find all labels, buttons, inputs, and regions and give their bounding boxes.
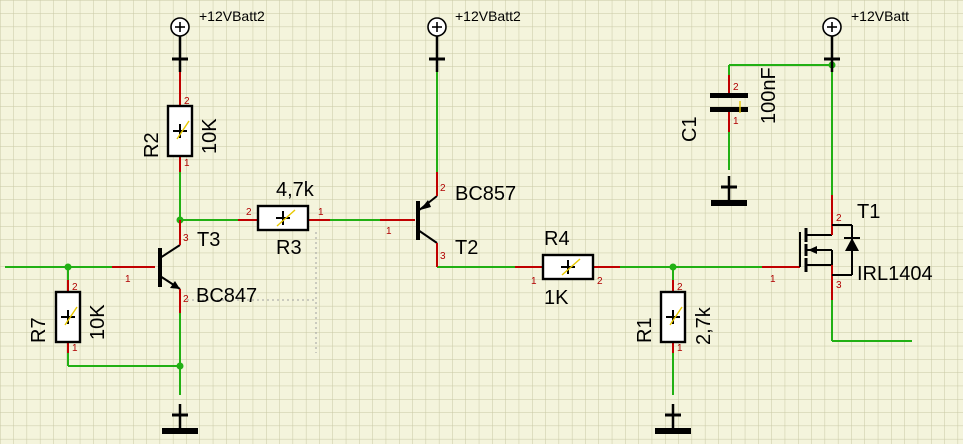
t1-ref: T1 bbox=[857, 201, 880, 223]
svg-text:1: 1 bbox=[770, 274, 776, 285]
power-symbol-right: +12VBatt bbox=[821, 8, 909, 74]
resistor-r2[interactable]: 2 1 R2 10K bbox=[141, 72, 221, 172]
svg-text:1: 1 bbox=[733, 116, 739, 127]
r4-value: 1K bbox=[544, 287, 569, 309]
transistor-t2[interactable]: 1 2 3 BC857 T2 bbox=[380, 172, 516, 267]
r7-ref: R7 bbox=[28, 317, 50, 343]
resistor-r7[interactable]: 2 1 R7 10K bbox=[28, 280, 109, 354]
power-symbol-left: +12VBatt2 bbox=[169, 8, 265, 74]
capacitor-c1[interactable]: 2 1 C1 100nF bbox=[679, 67, 780, 142]
svg-text:3: 3 bbox=[836, 280, 842, 291]
svg-text:3: 3 bbox=[440, 251, 446, 262]
svg-text:2: 2 bbox=[440, 183, 446, 194]
svg-text:2: 2 bbox=[183, 294, 189, 305]
svg-text:1: 1 bbox=[386, 226, 392, 237]
power-symbol-middle: +12VBatt2 bbox=[426, 8, 521, 74]
r1-value: 2,7k bbox=[693, 306, 715, 345]
svg-text:1: 1 bbox=[184, 158, 190, 169]
r7-value: 10K bbox=[87, 304, 109, 340]
svg-text:2: 2 bbox=[184, 96, 190, 107]
junction-dot bbox=[669, 263, 677, 271]
svg-text:2: 2 bbox=[836, 213, 842, 224]
junction-dot bbox=[64, 263, 72, 271]
t3-ref: T3 bbox=[197, 229, 220, 251]
svg-text:1: 1 bbox=[677, 343, 683, 354]
guide-lines bbox=[187, 232, 317, 353]
svg-text:3: 3 bbox=[183, 233, 189, 244]
svg-text:1: 1 bbox=[72, 343, 78, 354]
svg-text:2: 2 bbox=[733, 82, 739, 93]
c1-value: 100nF bbox=[758, 67, 780, 124]
r3-value: 4,7k bbox=[276, 179, 315, 201]
power-label-left: +12VBatt2 bbox=[199, 8, 265, 24]
resistor-r3[interactable]: 2 1 4,7k R3 bbox=[238, 179, 330, 259]
resistor-r4[interactable]: 1 2 R4 1K bbox=[515, 228, 620, 309]
t3-value: BC847 bbox=[196, 285, 257, 307]
svg-text:1: 1 bbox=[125, 274, 131, 285]
junction-dot bbox=[176, 362, 184, 370]
t2-value: BC857 bbox=[455, 183, 516, 205]
r3-ref: R3 bbox=[276, 237, 302, 259]
r4-ref: R4 bbox=[544, 228, 570, 250]
transistor-t3[interactable]: 1 3 2 T3 BC847 bbox=[112, 220, 257, 313]
mosfet-t1[interactable]: 1 2 3 T1 IRL1404 bbox=[762, 195, 933, 300]
svg-text:2: 2 bbox=[597, 276, 603, 287]
power-label-right: +12VBatt bbox=[851, 8, 909, 24]
power-label-middle: +12VBatt2 bbox=[455, 8, 521, 24]
t2-ref: T2 bbox=[455, 237, 478, 259]
r2-value: 10K bbox=[199, 118, 221, 154]
svg-text:1: 1 bbox=[318, 207, 324, 218]
junctions bbox=[64, 61, 836, 370]
c1-ref: C1 bbox=[679, 116, 701, 142]
r2-ref: R2 bbox=[141, 132, 163, 158]
r1-ref: R1 bbox=[634, 317, 656, 343]
svg-text:2: 2 bbox=[246, 207, 252, 218]
t1-value: IRL1404 bbox=[857, 263, 933, 285]
svg-text:1: 1 bbox=[531, 276, 537, 287]
svg-text:2: 2 bbox=[72, 282, 78, 293]
resistor-r1[interactable]: 2 1 R1 2,7k bbox=[634, 280, 715, 354]
svg-text:2: 2 bbox=[677, 282, 683, 293]
